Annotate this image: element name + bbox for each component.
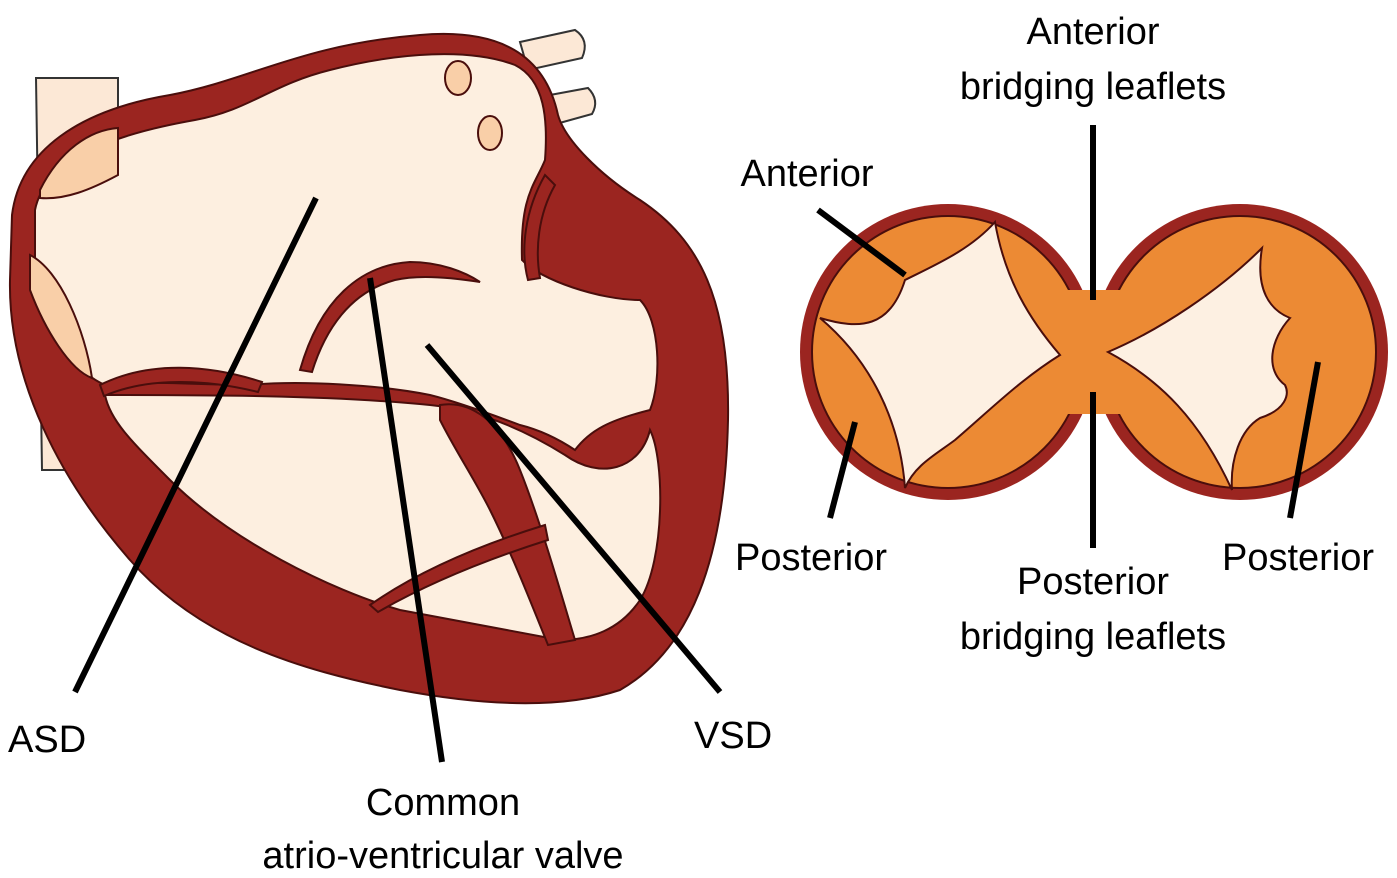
- posterior-left-label: Posterior: [735, 537, 887, 579]
- asd-label: ASD: [8, 719, 86, 761]
- vein-opening-2: [478, 116, 502, 150]
- posterior-bridging-label-line1: Posterior: [1017, 561, 1169, 603]
- anterior-label: Anterior: [740, 153, 873, 195]
- heart-illustration: [10, 30, 728, 762]
- vsd-label: VSD: [694, 715, 772, 757]
- av-valve-illustration: [800, 125, 1388, 548]
- anterior-bridging-label-line2: bridging leaflets: [960, 66, 1226, 108]
- posterior-bridging-label-line2: bridging leaflets: [960, 616, 1226, 658]
- common-valve-label-line1: Common: [366, 782, 520, 824]
- common-valve-label-line2: atrio-ventricular valve: [262, 835, 623, 877]
- anterior-bridging-label-line1: Anterior: [1026, 11, 1159, 53]
- posterior-right-label: Posterior: [1222, 537, 1374, 579]
- vein-opening-1: [445, 61, 471, 95]
